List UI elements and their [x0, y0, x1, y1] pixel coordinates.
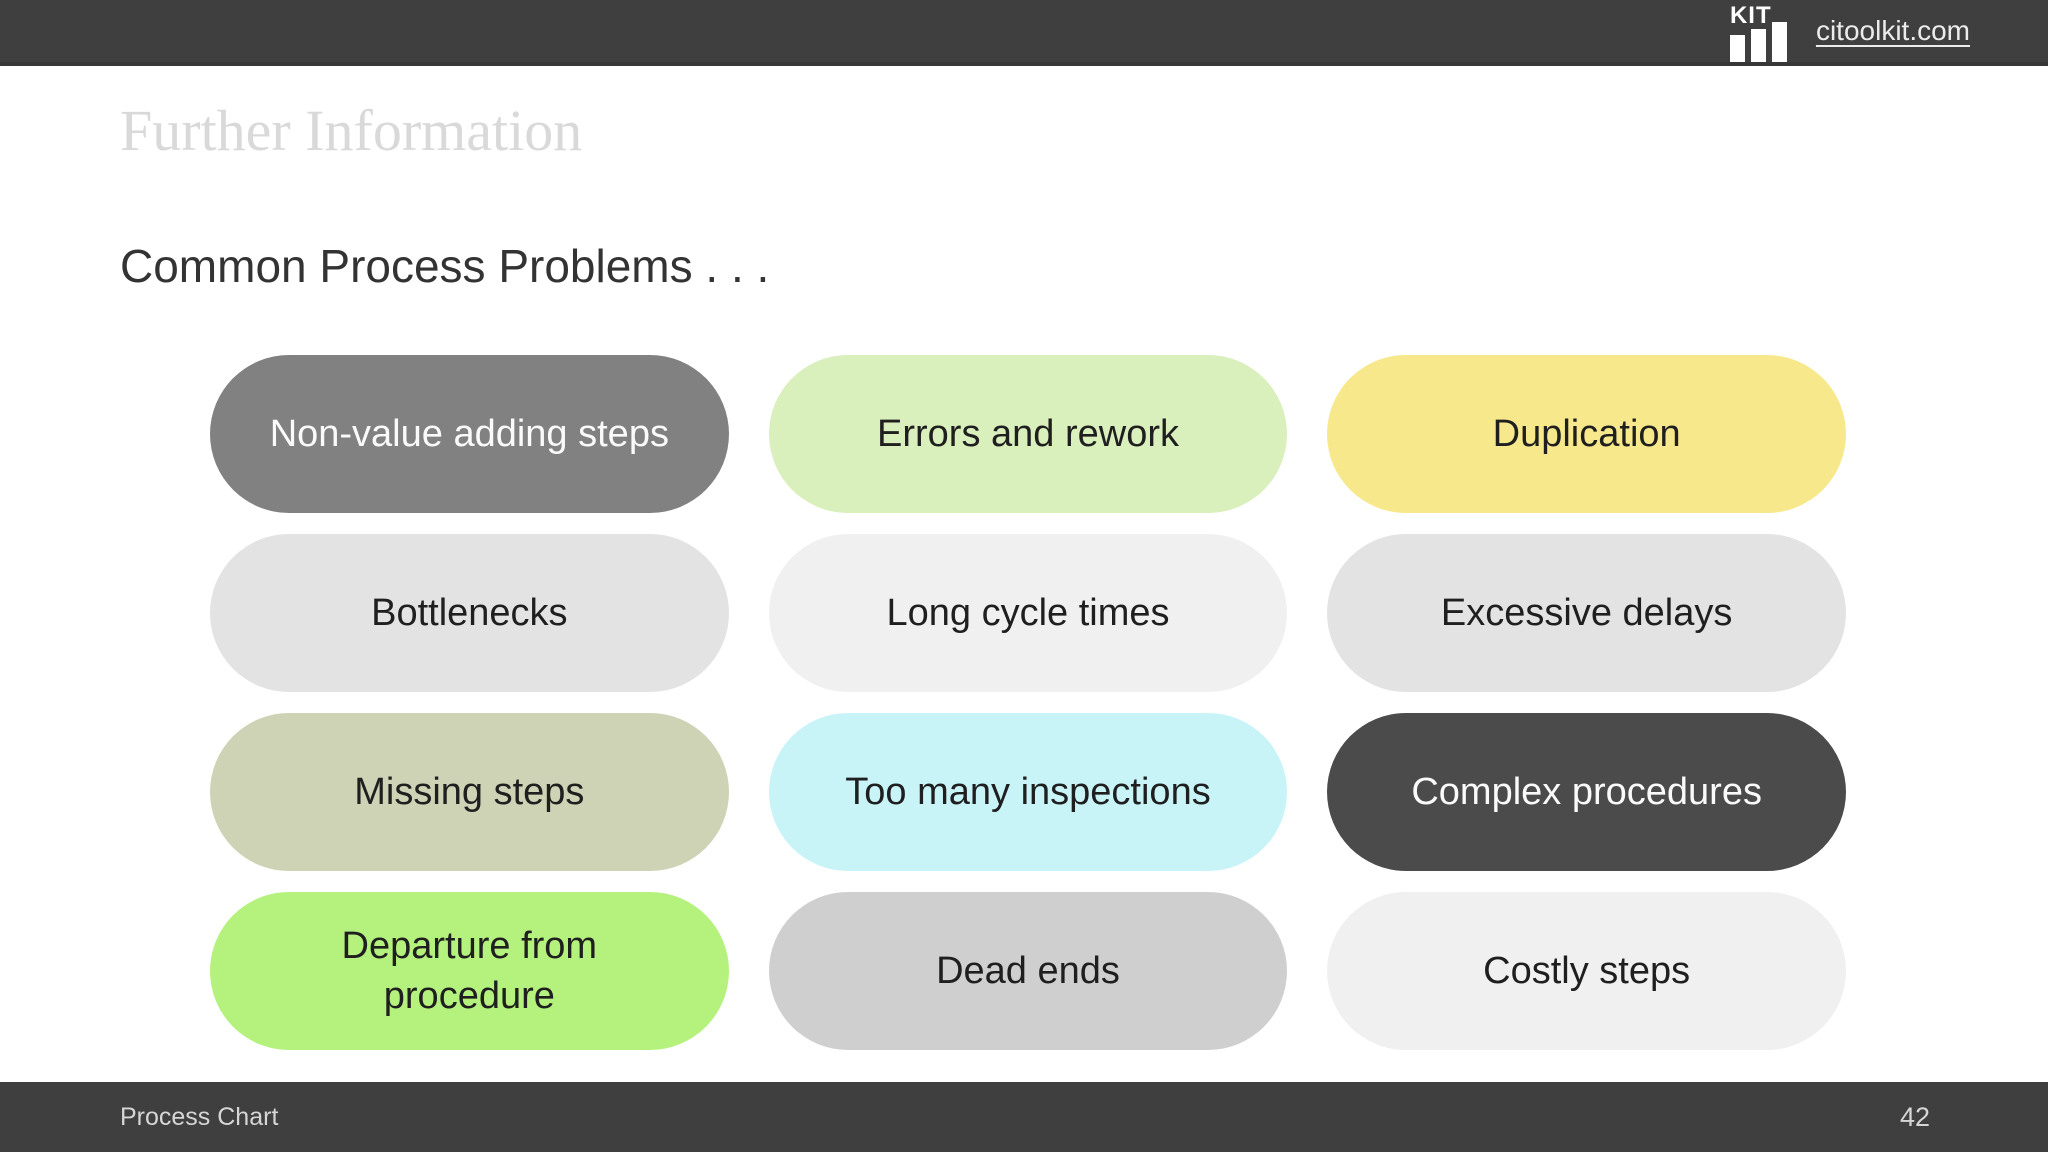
logo-bar-tall-icon [1771, 22, 1787, 62]
process-problem-pill: Costly steps [1327, 892, 1846, 1050]
process-problem-pill: Departure from procedure [210, 892, 729, 1050]
process-problem-pill: Bottlenecks [210, 534, 729, 692]
kit-logo-text: KIT [1729, 2, 1772, 29]
logo-bar-medium-icon [1750, 29, 1766, 62]
footer-bar: Process Chart 42 [0, 1082, 2048, 1152]
page-number: 42 [1899, 1101, 1930, 1132]
process-problem-pill: Long cycle times [768, 534, 1288, 692]
citoolkit-link[interactable]: citoolkit.com [1815, 15, 1970, 46]
kit-logo: KIT [1729, 2, 1794, 62]
slide-title: Further Information [120, 98, 583, 163]
process-problem-pill: Too many inspections [768, 713, 1288, 871]
process-problem-pill: Excessive delays [1327, 534, 1846, 692]
process-problem-pill: Missing steps [210, 713, 729, 871]
logo-bar-small-icon [1729, 35, 1745, 62]
process-problem-pill: Complex procedures [1327, 713, 1846, 871]
process-problem-pill: Duplication [1327, 355, 1846, 513]
process-problem-pill: Errors and rework [768, 355, 1288, 513]
slide-heading: Common Process Problems . . . [120, 240, 770, 292]
process-problem-pill: Non-value adding steps [210, 355, 729, 513]
process-problem-pill: Dead ends [768, 892, 1288, 1050]
header-bar: KIT citoolkit.com [0, 0, 2048, 66]
footer-label: Process Chart [120, 1102, 279, 1131]
